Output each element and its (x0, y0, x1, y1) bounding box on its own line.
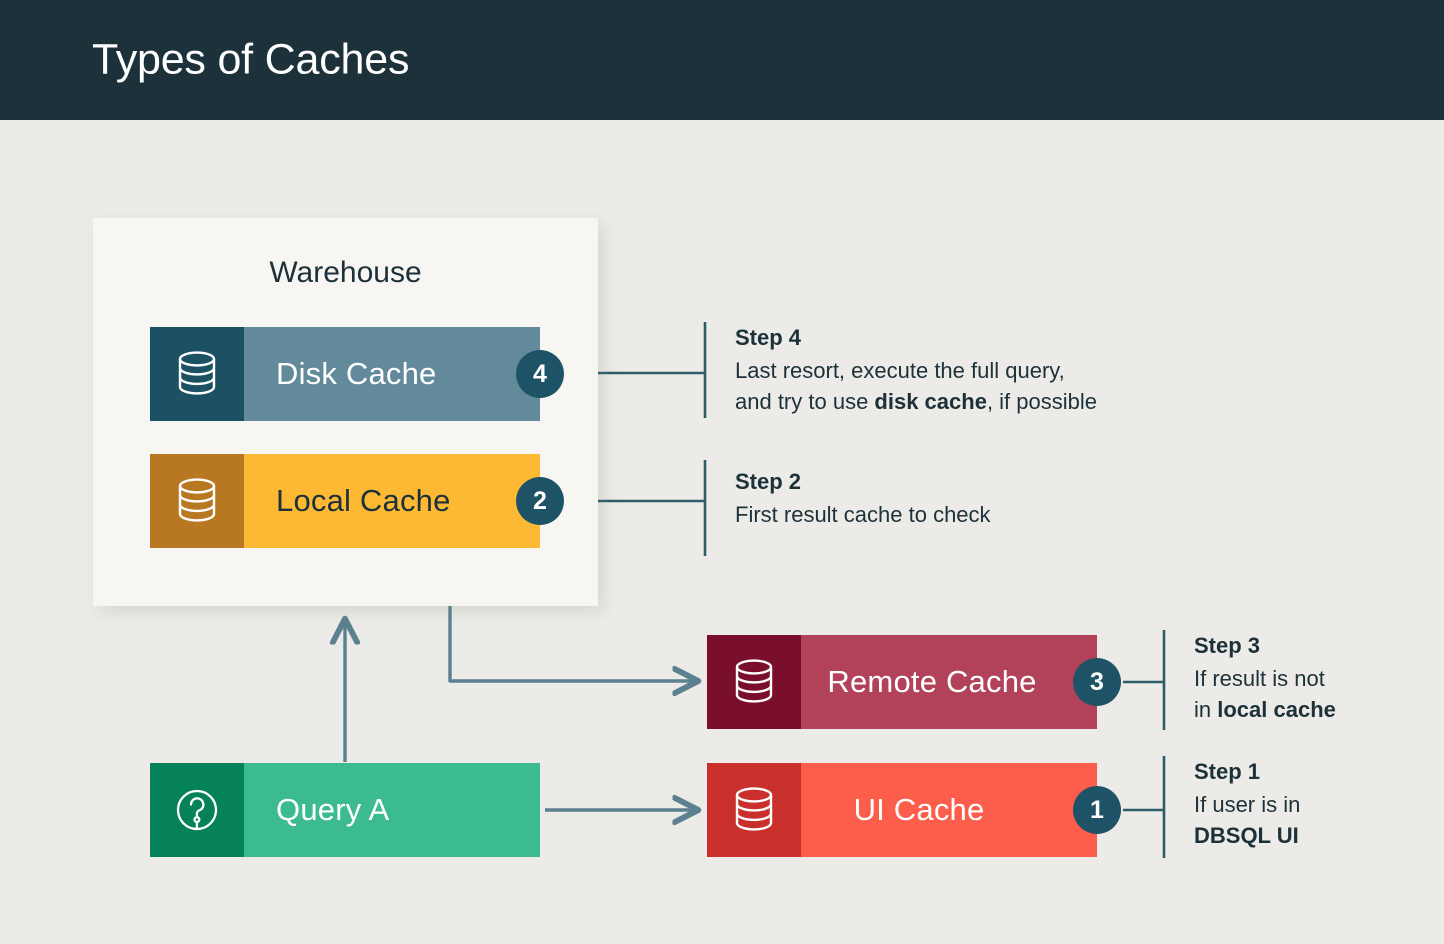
database-icon (150, 454, 244, 548)
node-query-a[interactable]: Query A (150, 763, 540, 857)
step-body: If user is in DBSQL UI (1194, 789, 1424, 853)
step-line-1: Last resort, execute the full query, (735, 357, 1065, 383)
step-1-annotation: Step 1 If user is in DBSQL UI (1194, 758, 1424, 852)
node-label: Local Cache (276, 483, 451, 518)
step-title: Step 3 (1194, 633, 1261, 658)
step-badge-2: 2 (516, 477, 564, 525)
node-body: Remote Cache (801, 635, 1097, 729)
node-label: UI Cache (853, 792, 985, 827)
step-title: Step 4 (735, 325, 802, 350)
step-line-2-bold: local cache (1217, 697, 1336, 723)
node-ui-cache[interactable]: UI Cache 1 (707, 763, 1121, 857)
warehouse-title: Warehouse (269, 256, 422, 289)
node-body: UI Cache (801, 763, 1097, 857)
node-label: Query A (276, 792, 390, 827)
step-line-2-bold: disk cache (874, 389, 987, 415)
step-line-1: If result is not (1194, 665, 1325, 691)
database-icon (707, 763, 801, 857)
step-line-2-pre: and try to use (735, 389, 875, 415)
step-badge-3: 3 (1073, 658, 1121, 706)
step-body: Last resort, execute the full query, and… (735, 355, 1235, 419)
node-remote-cache[interactable]: Remote Cache 3 (707, 635, 1121, 729)
step-title: Step 1 (1194, 759, 1261, 784)
step-4-annotation: Step 4 Last resort, execute the full que… (735, 324, 1235, 418)
step-line-2-bold: DBSQL UI (1194, 823, 1299, 849)
database-icon (150, 327, 244, 421)
node-body: Query A (244, 763, 540, 857)
node-body: Disk Cache (244, 327, 540, 421)
step-title: Step 2 (735, 469, 802, 494)
node-body: Local Cache (244, 454, 540, 548)
database-icon (707, 635, 801, 729)
step-line-1: First result cache to check (735, 501, 991, 527)
step-body: First result cache to check (735, 499, 1155, 531)
step-line-2-post: , if possible (986, 389, 1097, 415)
question-circle-icon (150, 763, 244, 857)
step-line-1: If user is in (1194, 791, 1301, 817)
node-label: Disk Cache (276, 356, 437, 391)
step-3-annotation: Step 3 If result is not in local cache (1194, 632, 1424, 726)
diagram-canvas: Warehouse Disk Cache 4 document.getEleme… (0, 120, 1444, 944)
step-badge-1: 1 (1073, 786, 1121, 834)
node-label: Remote Cache (827, 664, 1037, 699)
step-2-annotation: Step 2 First result cache to check (735, 468, 1155, 530)
page-header: Types of Caches (0, 0, 1444, 120)
step-badge-4: 4 (516, 350, 564, 398)
step-line-2-pre: in (1194, 697, 1218, 723)
node-disk-cache[interactable]: Disk Cache 4 (150, 327, 564, 421)
node-local-cache[interactable]: Local Cache 2 (150, 454, 564, 548)
step-body: If result is not in local cache (1194, 663, 1424, 727)
page-title: Types of Caches (92, 35, 410, 84)
